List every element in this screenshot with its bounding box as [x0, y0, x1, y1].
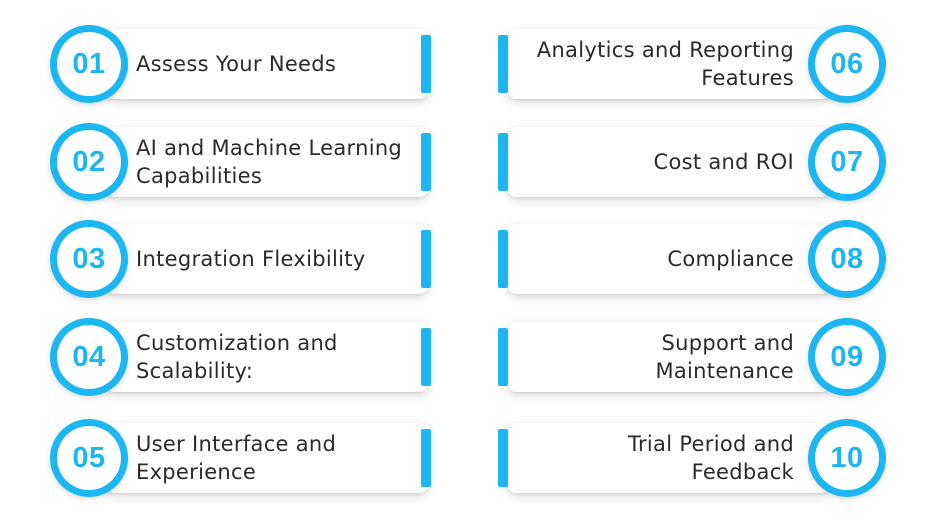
number-badge: 06: [808, 25, 886, 103]
item-number: 02: [72, 145, 106, 178]
item-label: Support and Maintenance: [655, 331, 794, 383]
number-badge: 09: [808, 318, 886, 396]
item-number: 10: [830, 441, 864, 474]
item-label: User Interface and Experience: [136, 432, 337, 484]
item-label: AI and Machine Learning Capabilities: [136, 136, 403, 188]
number-badge: 07: [808, 123, 886, 201]
accent-bar: [498, 328, 508, 386]
item-number: 03: [72, 242, 106, 275]
item-number: 04: [72, 340, 106, 373]
item-number: 09: [830, 340, 864, 373]
number-badge: 10: [808, 419, 886, 497]
card: Assess Your Needs: [106, 29, 431, 99]
list-item-10: Trial Period and Feedback 10: [494, 419, 886, 497]
accent-bar: [498, 35, 508, 93]
item-number: 05: [72, 441, 106, 474]
accent-bar: [498, 429, 508, 487]
item-number: 01: [72, 47, 106, 80]
item-label: Assess Your Needs: [136, 52, 337, 76]
item-label: Cost and ROI: [653, 150, 794, 174]
item-label: Trial Period and Feedback: [627, 432, 794, 484]
card: Compliance: [498, 224, 830, 294]
list-item-03: Integration Flexibility 03: [50, 220, 442, 298]
number-badge: 08: [808, 220, 886, 298]
item-number: 06: [830, 47, 864, 80]
card: User Interface and Experience: [106, 423, 431, 493]
list-item-09: Support and Maintenance 09: [494, 318, 886, 396]
list-item-04: Customization and Scalability: 04: [50, 318, 442, 396]
card: Cost and ROI: [498, 127, 830, 197]
list-item-07: Cost and ROI 07: [494, 123, 886, 201]
accent-bar: [421, 429, 431, 487]
card: Support and Maintenance: [498, 322, 830, 392]
item-label: Compliance: [667, 247, 794, 271]
accent-bar: [421, 133, 431, 191]
card: Trial Period and Feedback: [498, 423, 830, 493]
item-label: Customization and Scalability:: [136, 331, 338, 383]
list-item-05: User Interface and Experience 05: [50, 419, 442, 497]
number-badge: 01: [50, 25, 128, 103]
item-label: Analytics and Reporting Features: [536, 38, 794, 90]
accent-bar: [421, 35, 431, 93]
list-item-02: AI and Machine Learning Capabilities 02: [50, 123, 442, 201]
card: Integration Flexibility: [106, 224, 431, 294]
number-badge: 04: [50, 318, 128, 396]
item-number: 08: [830, 242, 864, 275]
list-item-01: Assess Your Needs 01: [50, 25, 442, 103]
accent-bar: [498, 230, 508, 288]
card: Customization and Scalability:: [106, 322, 431, 392]
item-number: 07: [830, 145, 864, 178]
list-item-08: Compliance 08: [494, 220, 886, 298]
list-item-06: Analytics and Reporting Features 06: [494, 25, 886, 103]
number-badge: 05: [50, 419, 128, 497]
accent-bar: [421, 230, 431, 288]
accent-bar: [421, 328, 431, 386]
number-badge: 03: [50, 220, 128, 298]
number-badge: 02: [50, 123, 128, 201]
card: AI and Machine Learning Capabilities: [106, 127, 431, 197]
card: Analytics and Reporting Features: [498, 29, 830, 99]
accent-bar: [498, 133, 508, 191]
item-label: Integration Flexibility: [136, 247, 366, 271]
